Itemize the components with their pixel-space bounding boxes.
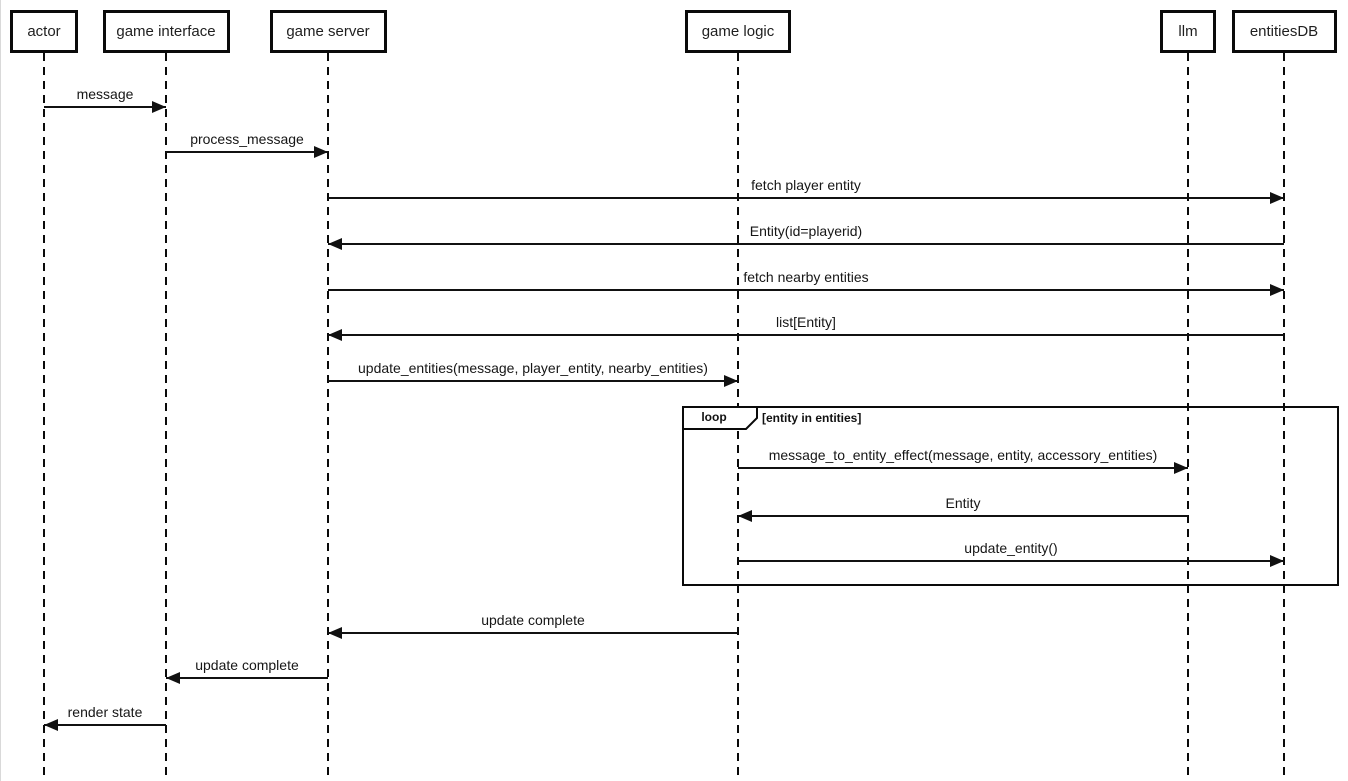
participant-label: entitiesDB <box>1249 23 1319 40</box>
participant-label: actor <box>27 23 61 40</box>
participant-label: game server <box>286 23 370 40</box>
message-line <box>328 334 1284 336</box>
message-arrowhead <box>328 238 342 250</box>
message-line <box>738 560 1284 562</box>
message-line <box>328 197 1284 199</box>
message-arrowhead <box>1174 462 1188 474</box>
loop-frame <box>682 406 1339 586</box>
participant-label: llm <box>1178 23 1198 40</box>
message-arrowhead <box>314 146 328 158</box>
lifeline-game-server <box>327 53 329 781</box>
participant-box-game-logic: game logic <box>685 10 791 53</box>
message-arrowhead <box>738 510 752 522</box>
message-label: fetch player entity <box>748 177 864 193</box>
message-arrowhead <box>1270 555 1284 567</box>
lifeline-entitiesdb <box>1283 53 1285 781</box>
lifeline-actor <box>43 53 45 781</box>
message-label: update complete <box>478 612 588 628</box>
message-label: update complete <box>192 657 302 673</box>
message-line <box>738 467 1188 469</box>
message-arrowhead <box>1270 284 1284 296</box>
participant-box-game-interface: game interface <box>102 10 230 53</box>
message-label: message <box>73 86 137 102</box>
message-line <box>328 632 738 634</box>
message-arrowhead <box>1270 192 1284 204</box>
loop-guard: [entity in entities] <box>762 411 862 425</box>
message-label: process_message <box>187 131 307 147</box>
message-arrowhead <box>328 329 342 341</box>
message-line <box>166 151 328 153</box>
message-line <box>44 106 166 108</box>
participant-box-game-server: game server <box>269 10 387 53</box>
message-line <box>44 724 166 726</box>
loop-label-pentagon <box>682 406 759 430</box>
participant-box-actor: actor <box>10 10 78 53</box>
participant-box-entitiesdb: entitiesDB <box>1231 10 1337 53</box>
message-arrowhead <box>328 627 342 639</box>
message-arrowhead <box>724 375 738 387</box>
lifeline-llm <box>1187 53 1189 781</box>
message-label: list[Entity] <box>773 314 839 330</box>
message-line <box>328 289 1284 291</box>
lifeline-game-interface <box>165 53 167 781</box>
message-label: update_entity() <box>961 540 1061 556</box>
message-arrowhead <box>166 672 180 684</box>
message-label: fetch nearby entities <box>740 269 872 285</box>
message-label: update_entities(message, player_entity, … <box>355 360 711 376</box>
loop-title: loop <box>701 410 727 424</box>
message-line <box>738 515 1188 517</box>
message-label: Entity <box>942 495 984 511</box>
participant-box-llm: llm <box>1160 10 1216 53</box>
message-arrowhead <box>152 101 166 113</box>
message-line <box>166 677 328 679</box>
message-label: message_to_entity_effect(message, entity… <box>765 447 1161 463</box>
message-arrowhead <box>44 719 58 731</box>
participant-label: game interface <box>116 23 216 40</box>
message-line <box>328 243 1284 245</box>
message-label: render state <box>64 704 146 720</box>
participant-label: game logic <box>701 23 775 40</box>
message-label: Entity(id=playerid) <box>746 223 866 239</box>
message-line <box>328 380 738 382</box>
